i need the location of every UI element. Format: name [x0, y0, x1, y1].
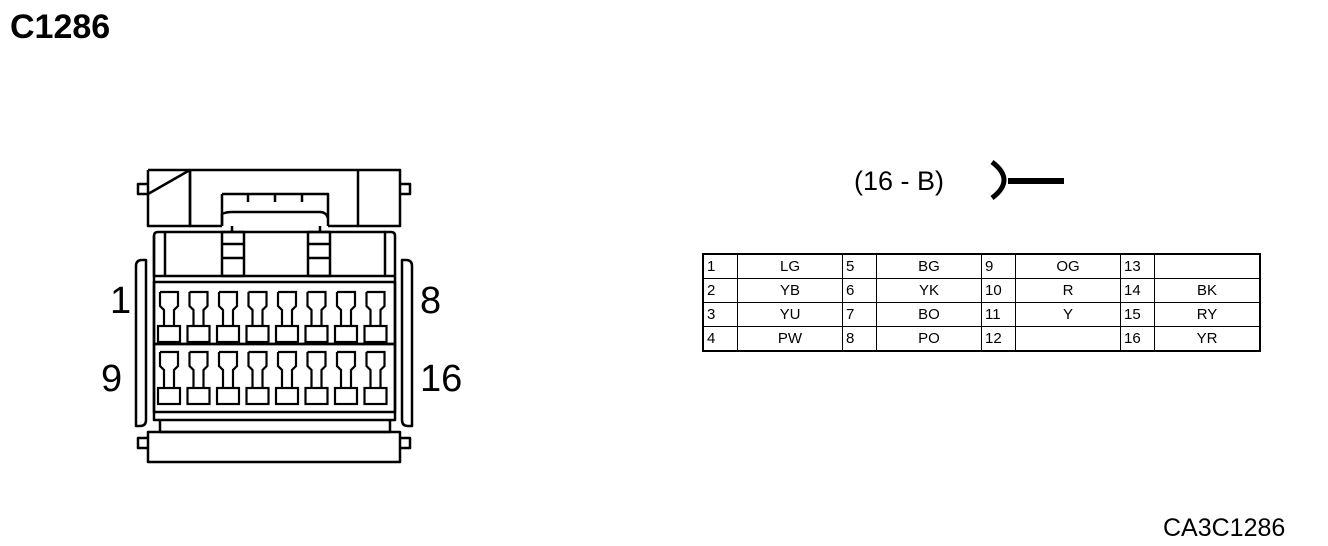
pin-number-cell: 3 — [702, 302, 738, 327]
terminal-cavity — [217, 350, 239, 388]
terminal-contact — [245, 324, 270, 344]
pin-number-cell: 14 — [1120, 278, 1155, 303]
pin-label-1: 1 — [110, 280, 132, 322]
terminal-pin-icon — [990, 160, 1064, 200]
terminal-cavity — [276, 290, 298, 326]
terminal-contact — [156, 386, 182, 406]
terminal-cavity — [158, 290, 180, 326]
terminal-cavity — [365, 350, 386, 388]
terminal-contact — [215, 386, 241, 406]
connector-title: C1286 — [10, 8, 111, 46]
pin-number-cell: 12 — [981, 326, 1016, 352]
terminal-contact — [156, 324, 182, 344]
connector-base — [158, 420, 392, 434]
pin-number-cell: 6 — [842, 278, 877, 303]
pin-label-8: 8 — [420, 280, 442, 322]
wire-color-cell: RY — [1154, 302, 1261, 327]
wire-color-cell: PW — [737, 326, 843, 352]
terminal-cavity — [335, 350, 357, 388]
terminal-cavity — [365, 290, 386, 326]
terminal-cavity — [158, 350, 180, 388]
pin-label-9: 9 — [101, 358, 123, 400]
terminal-contact — [186, 386, 211, 406]
terminal-contact — [215, 324, 241, 344]
wire-color-cell: BG — [876, 253, 982, 279]
wire-color-cell: OG — [1015, 253, 1121, 279]
pin-number-cell: 2 — [702, 278, 738, 303]
terminal-cavity — [217, 290, 239, 326]
wire-color-cell: YR — [1154, 326, 1261, 352]
terminal-contact — [186, 324, 211, 344]
pin-number-cell: 13 — [1120, 253, 1155, 279]
terminal-contact — [274, 386, 300, 406]
wire-color-cell — [1154, 253, 1261, 279]
terminal-cavity — [188, 290, 209, 326]
terminal-cavity — [247, 350, 268, 388]
pin-label-16: 16 — [420, 358, 463, 400]
wire-color-cell: BK — [1154, 278, 1261, 303]
pin-number-cell: 16 — [1120, 326, 1155, 352]
pin-number-cell: 4 — [702, 326, 738, 352]
terminal-cavity — [188, 350, 209, 388]
terminal-contact — [274, 324, 300, 344]
wire-color-cell — [1015, 326, 1121, 352]
pin-number-cell: 9 — [981, 253, 1016, 279]
wire-color-cell: PO — [876, 326, 982, 352]
wire-color-cell: YK — [876, 278, 982, 303]
terminal-contact — [245, 386, 270, 406]
wire-color-cell: BO — [876, 302, 982, 327]
wire-color-cell: Y — [1015, 302, 1121, 327]
terminal-cavity — [247, 290, 268, 326]
terminal-contact — [363, 386, 388, 406]
pin-number-cell: 7 — [842, 302, 877, 327]
pin-number-cell: 10 — [981, 278, 1016, 303]
wire-color-cell: YU — [737, 302, 843, 327]
terminal-contact — [304, 386, 329, 406]
terminal-contact — [333, 386, 359, 406]
pin-number-cell: 15 — [1120, 302, 1155, 327]
pin-number-cell: 11 — [981, 302, 1016, 327]
terminal-contact — [304, 324, 329, 344]
wire-color-cell: YB — [737, 278, 843, 303]
terminal-contact — [333, 324, 359, 344]
wire-color-cell: LG — [737, 253, 843, 279]
pin-number-cell: 8 — [842, 326, 877, 352]
terminal-cavity — [335, 290, 357, 326]
pin-number-cell: 5 — [842, 253, 877, 279]
terminal-cavity — [306, 290, 327, 326]
terminal-contact — [363, 324, 388, 344]
connector-top-latch — [136, 168, 192, 228]
pin-number-cell: 1 — [702, 253, 738, 279]
wire-color-cell: R — [1015, 278, 1121, 303]
terminal-cavity — [306, 350, 327, 388]
connector-body — [152, 230, 167, 278]
terminal-cavity — [276, 350, 298, 388]
connector-pin-count-badge: (16 - B) — [854, 166, 945, 196]
drawing-code: CA3C1286 — [1163, 514, 1286, 542]
